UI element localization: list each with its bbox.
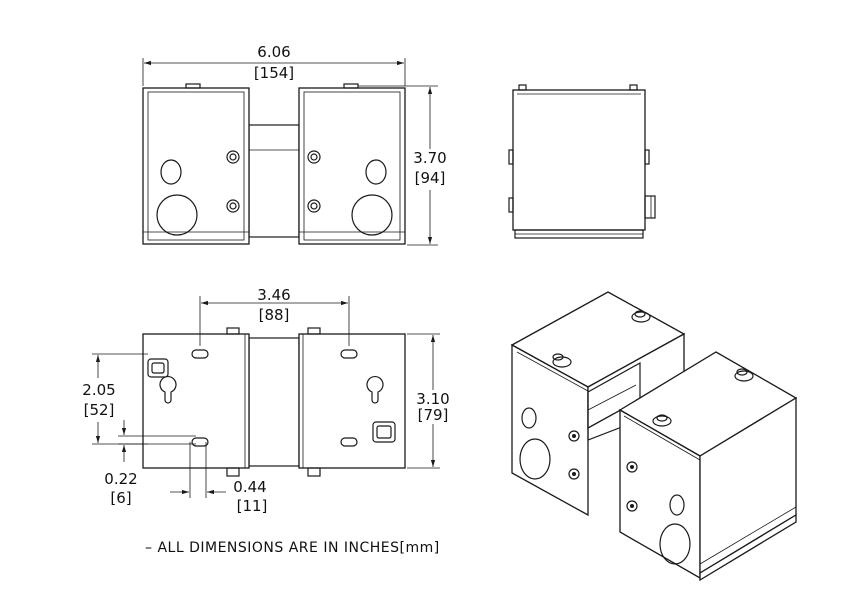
slot-spacing-mm: [88]: [259, 306, 290, 324]
depth-mm: [79]: [418, 406, 449, 424]
overall-width-mm: [154]: [254, 64, 294, 82]
overall-width-in: 6.06: [257, 43, 290, 61]
depth-in: 3.10: [416, 390, 449, 408]
vertical-offset-mm: [52]: [84, 401, 115, 419]
slot-inset-h-in: 0.44: [233, 478, 266, 496]
slot-inset-v-mm: [6]: [110, 489, 131, 507]
isometric-view: [510, 291, 798, 582]
height-in: 3.70: [413, 149, 446, 167]
slot-inset-v-in: 0.22: [104, 470, 137, 488]
bottom-view: 3.46 [88] 3.10 [79] 2.05 [52] 0.22 [6] 0…: [82, 286, 449, 515]
height-mm: [94]: [415, 169, 446, 187]
side-view: [508, 84, 656, 239]
vertical-offset-in: 2.05: [82, 381, 115, 399]
slot-spacing-in: 3.46: [257, 286, 290, 304]
front-view: 6.06 [154] 3.70 [94]: [142, 43, 447, 246]
units-note: – ALL DIMENSIONS ARE IN INCHES[mm]: [145, 540, 440, 556]
slot-inset-h-mm: [11]: [237, 497, 268, 515]
